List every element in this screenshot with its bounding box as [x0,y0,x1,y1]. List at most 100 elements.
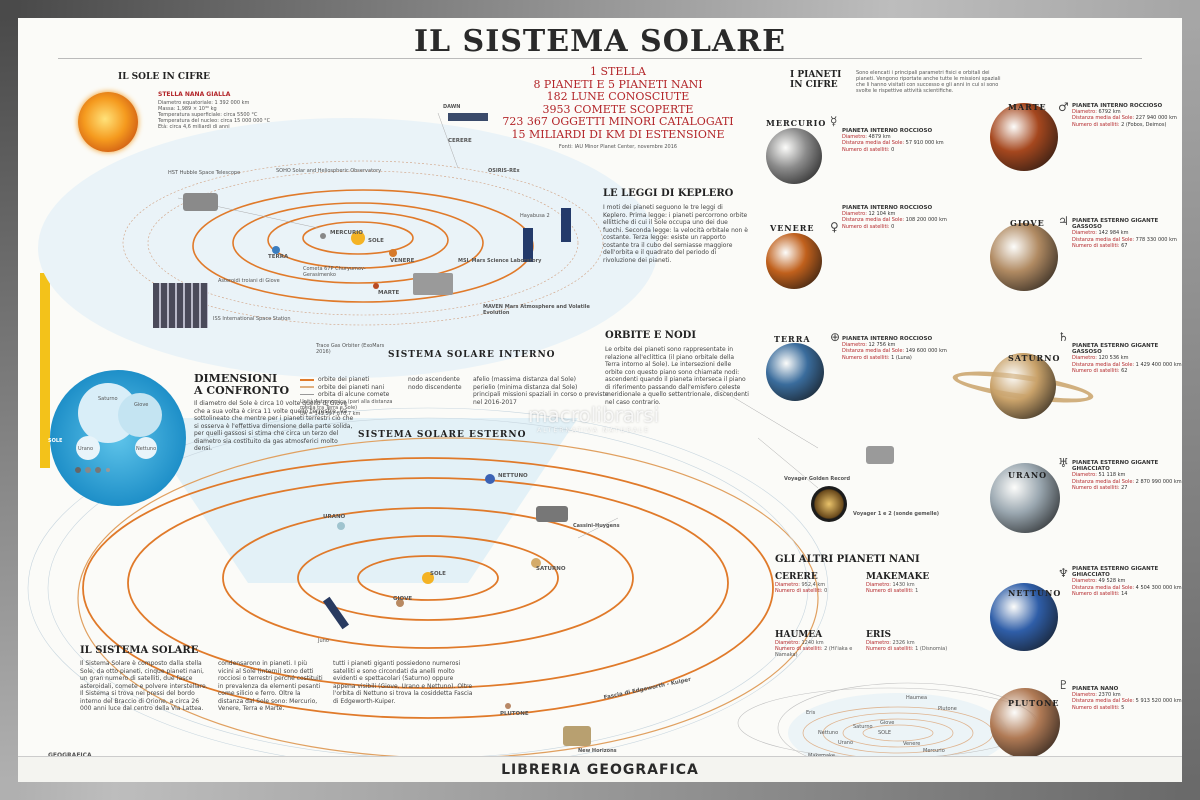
mission-voyager: Voyager 1 e 2 (sonde gemelle) [853,511,940,517]
legend-right2: afelio (massima distanza dal Sole) perie… [473,376,613,406]
label-earth: TERRA [268,254,289,260]
planet-info-key: Diametro: [1072,109,1099,116]
watermark: macrolibrarsi ALTERNATIVA NATURALE [528,403,659,434]
planet-name: MERCURIO [766,118,827,128]
planet-type: PIANETA INTERNO ROCCIOSO [1072,103,1163,109]
legend-label: principali missioni spaziali in corso o … [473,391,609,406]
legend-label: orbite dei pianeti nani [318,383,385,391]
dimensions-heading: DIMENSIONI A CONFRONTO [194,373,289,397]
planet-info-key: Distanza media dal Sole: [1072,478,1136,485]
planet-name: MARTE [1008,102,1047,112]
dwarf-planet-name: MAKEMAKE [866,572,930,582]
watermark-sub: ALTERNATIVA NATURALE [537,427,651,434]
stat-line: 15 MILIARDI DI KM DI ESTENSIONE [511,127,725,141]
planet-info-key: Distanza media dal Sole: [842,140,906,147]
planet-info-value: 6792 km [1098,109,1121,116]
legend-ua: UA = 149 597 870,7 km [300,410,361,417]
planet-info-value: 67 [1121,242,1128,249]
mission-hayabusa: Hayabusa 2 [520,213,550,219]
small-map-label: Mercurio [923,748,945,754]
label-mars: MARTE [378,290,400,296]
nettuno-image [990,583,1058,651]
planet-info-value: 4879 km [868,134,891,141]
legend-label: nodo discendente [408,383,462,391]
planet-type: PIANETA INTERNO ROCCIOSO [842,205,933,211]
planet-info-key: Diametro: [1072,692,1099,699]
stat-line: 723 367 OGGETTI MINORI CATALOGATI [502,115,734,128]
planet-type: PIANETA INTERNO ROCCIOSO [842,128,933,134]
planet-info-key: Diametro: [842,342,869,349]
mercury-dot [320,233,326,239]
small-map-label: SOLE [878,730,892,736]
marte-image [990,103,1058,171]
sun-fact: Massa: 1,989 × 10³⁰ kg [158,106,217,112]
planet-info-row: Diametro: 4879 km [842,134,952,140]
watermark-text: macrolibrarsi [528,403,660,427]
dwarf-info-value: 1430 km [892,582,915,588]
legend-item: orbite dei pianeti nani [300,384,520,392]
label-pluto: PLUTONE [500,711,529,717]
dwarf-planet-name: CERERE [775,572,818,582]
planet-info-row: Diametro: 2370 km [1072,692,1182,698]
planet-name: GIOVE [1010,218,1045,228]
planet-type: PIANETA NANO [1072,686,1119,692]
dwarf-info-key: Diametro: [775,640,802,646]
planets-intro: Sono elencati i principali parametri fis… [856,70,1001,94]
dwarf-info-key: Numero di satelliti: [866,588,916,594]
legend-item: orbita di alcune comete [300,391,520,399]
label-juno: Juno [318,638,329,644]
planet-info-value: 5 [1121,704,1125,711]
small-map-label: Giove [880,720,895,726]
planet-name: URANO [1008,470,1048,480]
kepler-heading: LE LEGGI DI KEPLERO [603,188,734,199]
legend-swatch [300,394,314,396]
planet-info-row: Distanza media dal Sole: 108 200 000 km [842,217,952,223]
small-map-label: Saturno [853,724,873,730]
planet-info-value: 12 756 km [868,342,896,349]
uranus-dot [337,522,345,530]
planet-info-value: 57 910 000 km [905,140,944,147]
planet-info-row: Numero di satelliti: 2 (Fobos, Deimos) [1072,122,1182,128]
dwarf-info-value: 1 [915,588,919,594]
cassini-icon [536,506,568,522]
dwarf-info-value: 1240 km [801,640,824,646]
legend-ua-desc: Unità Astronomica (pari alla distanza me… [300,398,393,411]
small-map-label: Haumea [906,695,928,701]
label-sun-outer: SOLE [430,571,446,577]
legend-label: orbite dei pianeti [318,376,370,383]
small-map-label: Eris [806,710,816,716]
planet-info-row: Numero di satelliti: 27 [1072,485,1182,491]
legend-swatch [300,378,314,381]
planet-info-key: Diametro: [1072,230,1099,237]
planet-info-row: Distanza media dal Sole: 57 910 000 km [842,140,952,146]
outer-sun [422,572,434,584]
inner-system-bg [38,118,658,378]
planet-name: SATURNO [1008,353,1061,363]
planet-info-value: 108 200 000 km [905,217,947,224]
dimensions-jupiter-circle [118,393,162,437]
planet-type: PIANETA ESTERNO GIGANTE GHIACCIATO [1072,460,1159,473]
legend-label: perielio (minima distanza dal Sole) [473,383,578,391]
sun-fact: Età: circa 4,6 miliardi di anni [158,124,230,130]
pluto-dot [505,703,511,709]
planet-info-row: Numero di satelliti: 5 [1072,705,1182,711]
planet-name: NETTUNO [1008,588,1062,598]
dim-label-neptune: Nettuno [136,446,157,452]
solar-panel-icon [523,228,533,262]
stat-line: 3953 COMETE SCOPERTE [542,102,694,116]
planet-info-key: Distanza media dal Sole: [1072,115,1136,122]
system-heading: IL SISTEMA SOLARE [80,645,199,656]
planet-info-key: Numero di satelliti: [842,354,892,361]
legend-right: nodo ascendente nodo discendente [408,376,538,391]
planet-info-key: Diametro: [1072,578,1099,585]
terra-image [766,343,824,401]
mission-soho: SOHO Solar and Heliospheric Observatory [276,168,382,174]
planet-name: VENERE [770,223,815,233]
dwarfs-heading: GLI ALTRI PIANETI NANI [775,554,920,565]
dwarf-planet-name: ERIS [866,630,892,640]
